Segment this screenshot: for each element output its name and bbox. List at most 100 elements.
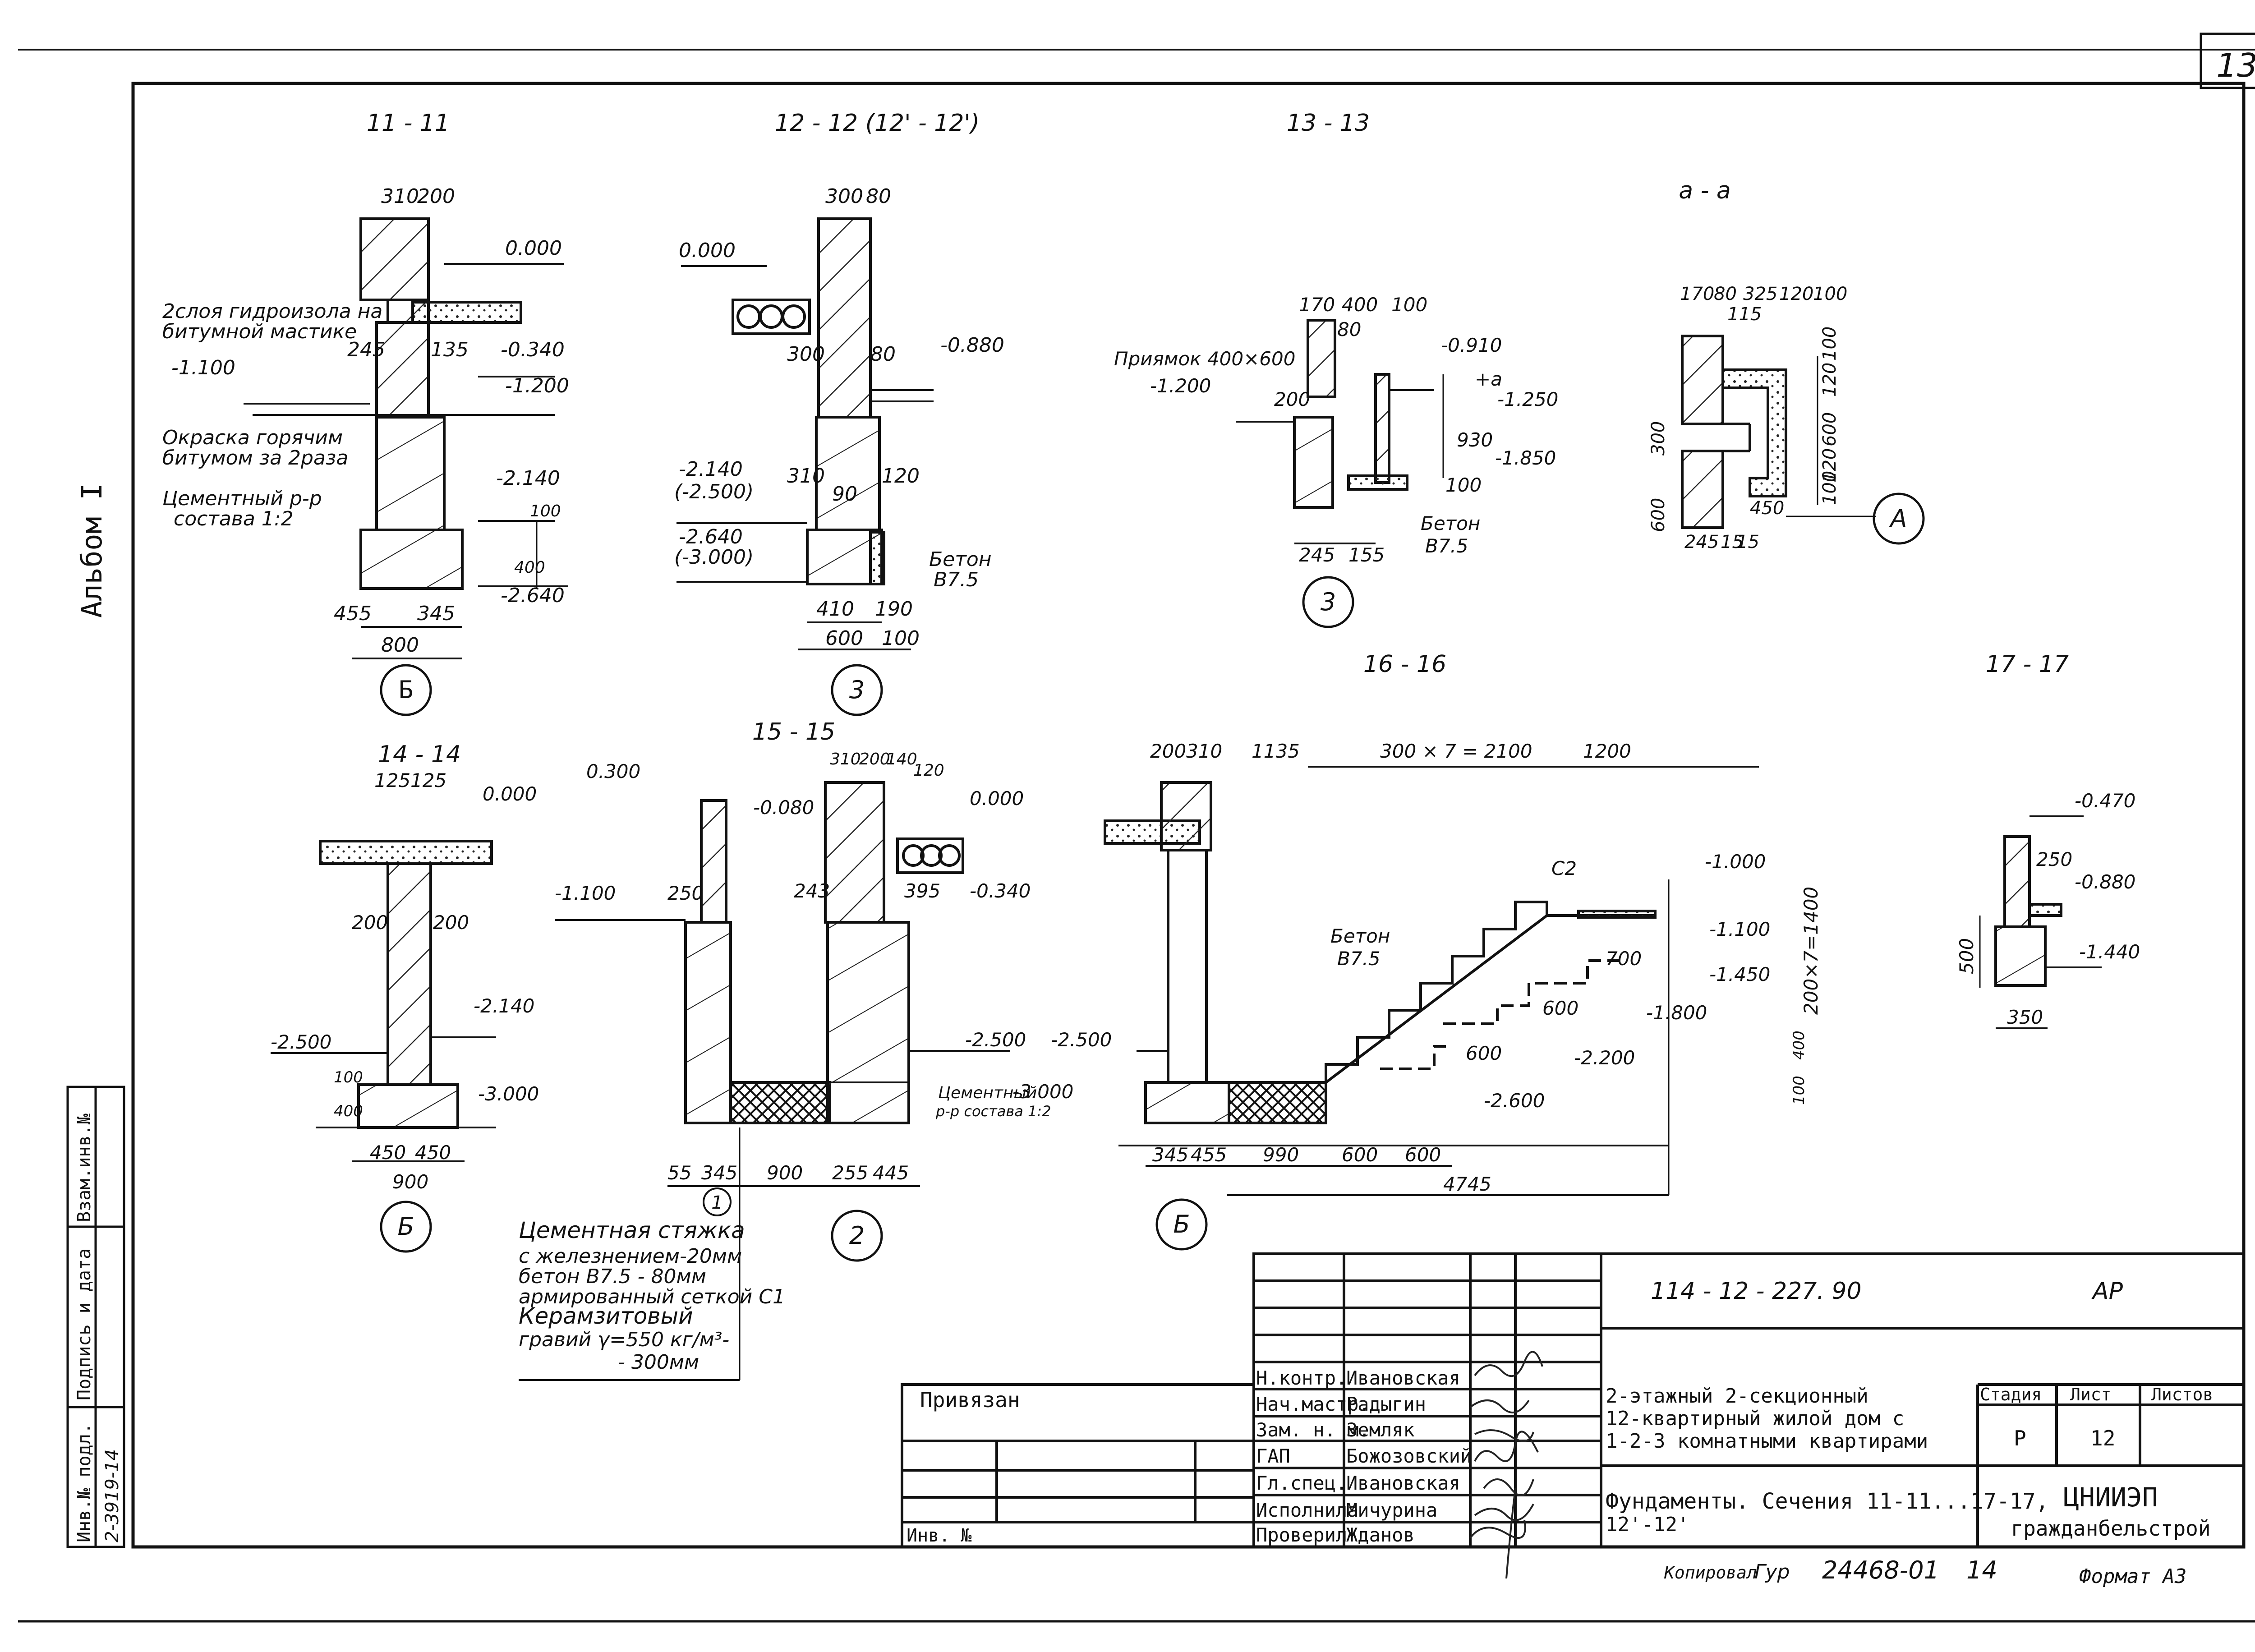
section-12-drawing [676, 217, 934, 650]
svg-text:Керамзитовый: Керамзитовый [519, 1303, 693, 1329]
svg-text:Бетон: Бетон [1421, 512, 1480, 534]
svg-text:гравий γ=550 кг/м³-: гравий γ=550 кг/м³- [519, 1328, 729, 1351]
svg-text:-1.800: -1.800 [1646, 1002, 1707, 1024]
svg-text:Нач.мастр.: Нач.мастр. [1256, 1393, 1370, 1415]
svg-text:300: 300 [825, 185, 863, 208]
svg-text:-2.140: -2.140 [474, 995, 534, 1017]
svg-text:700: 700 [1606, 948, 1642, 970]
section-17-title: 17 - 17 [1986, 651, 2069, 678]
svg-text:-1.100: -1.100 [1709, 918, 1770, 940]
svg-text:930: 930 [1457, 429, 1493, 451]
svg-text:Земляк: Земляк [1346, 1419, 1415, 1441]
section-16-marker [1155, 1198, 1208, 1251]
section-12-marker [831, 664, 883, 716]
section-aa-text: а - а А 170 80 325 120 100 115 300 600 6… [1648, 177, 1907, 552]
footer: Копировал Гур 24468-01 14 Формат А3 [1664, 1556, 2186, 1588]
section-13-title: 13 - 13 [1287, 110, 1370, 137]
section-11-text: 11 - 11 Б 310 200 0.000 2слоя гидроизола… [162, 110, 569, 704]
svg-text:245: 245 [1299, 544, 1335, 566]
svg-text:Радыгин: Радыгин [1346, 1393, 1426, 1415]
svg-text:4745: 4745 [1443, 1173, 1491, 1195]
album-label: Альбом I [75, 483, 108, 618]
svg-text:В7.5: В7.5 [934, 568, 979, 591]
side-stamp [66, 1086, 125, 1548]
svg-text:310: 310 [830, 750, 861, 768]
svg-text:-0.910: -0.910 [1441, 334, 1502, 356]
svg-text:-1.200: -1.200 [1150, 375, 1211, 397]
svg-text:410: 410 [816, 598, 854, 621]
svg-text:-2.500: -2.500 [1051, 1029, 1112, 1051]
svg-text:55: 55 [667, 1162, 691, 1184]
svg-text:-1.450: -1.450 [1709, 963, 1770, 985]
svg-text:200: 200 [1150, 740, 1186, 762]
svg-text:Ивановская: Ивановская [1346, 1367, 1460, 1389]
svg-text:1: 1 [711, 1192, 723, 1213]
side-stamp-sign: Подпись и дата [74, 1248, 95, 1400]
svg-text:-0.880: -0.880 [940, 334, 1004, 357]
signatures [1469, 1351, 1543, 1579]
svg-text:1135: 1135 [1252, 740, 1300, 762]
svg-text:120: 120 [1819, 363, 1840, 397]
svg-text:170: 170 [1299, 294, 1335, 316]
svg-text:0.300: 0.300 [586, 760, 640, 782]
svg-text:300: 300 [787, 343, 825, 366]
svg-text:Б: Б [1173, 1210, 1190, 1238]
svg-text:-2.640: -2.640 [501, 584, 565, 607]
svg-text:Листов: Листов [2151, 1385, 2213, 1404]
svg-text:Цементная стяжка: Цементная стяжка [519, 1217, 745, 1243]
svg-text:-2.140: -2.140 [679, 458, 743, 481]
section-15-marker-2 [831, 1210, 883, 1262]
svg-text:-0.470: -0.470 [2075, 790, 2135, 812]
svg-text:600: 600 [1542, 997, 1578, 1019]
svg-text:Божозовский: Божозовский [1346, 1445, 1472, 1467]
section-11-marker [380, 664, 432, 716]
svg-text:245: 245 [347, 338, 385, 361]
svg-text:80: 80 [870, 343, 896, 366]
section-14-marker [380, 1201, 432, 1253]
svg-text:600: 600 [1342, 1144, 1378, 1166]
sheet-title-1: Фундаменты. Сечения 11-11...17-17, [1606, 1489, 2049, 1514]
svg-text:450: 450 [415, 1141, 451, 1164]
svg-text:состава 1:2: состава 1:2 [174, 507, 294, 530]
page-number: 13 [2216, 46, 2255, 84]
svg-text:2: 2 [849, 1221, 865, 1250]
svg-text:Бетон: Бетон [1330, 925, 1390, 947]
svg-text:-0.340: -0.340 [501, 338, 565, 361]
title-block-text: 114 - 12 - 227. 90 АР Привязан Инв. № Н.… [907, 1278, 2213, 1546]
svg-text:Гл.спец.: Гл.спец. [1256, 1472, 1347, 1494]
project-line-1: 2-этажный 2-секционный [1606, 1385, 1868, 1408]
svg-text:90: 90 [832, 483, 857, 506]
svg-text:А: А [1889, 504, 1907, 533]
svg-text:15: 15 [1721, 532, 1744, 552]
svg-text:300 × 7 = 2100: 300 × 7 = 2100 [1380, 740, 1532, 762]
svg-text:Б: Б [399, 676, 414, 704]
section-13-drawing [1236, 319, 1444, 544]
svg-text:155: 155 [1348, 544, 1385, 566]
svg-text:армированный сеткой С1: армированный сеткой С1 [519, 1285, 785, 1308]
svg-text:15: 15 [1736, 532, 1759, 552]
svg-text:140: 140 [886, 750, 917, 768]
svg-text:р-р состава 1:2: р-р состава 1:2 [935, 1103, 1051, 1120]
svg-text:345: 345 [417, 602, 455, 625]
side-stamp-swap: Взам.инв.№ [74, 1114, 95, 1222]
copy-number: 14 [1966, 1556, 1997, 1584]
svg-text:170: 170 [1680, 284, 1714, 304]
svg-text:+a: +a [1475, 368, 1502, 390]
section-aa-drawing [1681, 335, 1876, 529]
doc-mark: АР [2091, 1278, 2123, 1305]
section-16-drawing [1104, 766, 1759, 1196]
copied-label: Копировал [1664, 1563, 1757, 1583]
svg-text:900: 900 [767, 1162, 803, 1184]
svg-text:0.000: 0.000 [483, 783, 537, 805]
svg-text:300: 300 [1648, 421, 1669, 456]
svg-text:200: 200 [1274, 388, 1310, 410]
section-15-marker-1 [703, 1187, 732, 1216]
svg-text:Лист: Лист [2070, 1385, 2112, 1404]
svg-text:200: 200 [352, 911, 388, 934]
svg-text:100: 100 [1391, 294, 1427, 316]
section-14-drawing [271, 840, 496, 1162]
svg-text:Н.контр.: Н.контр. [1256, 1367, 1347, 1389]
svg-text:-1.200: -1.200 [505, 374, 569, 397]
svg-text:-1.850: -1.850 [1495, 447, 1556, 469]
svg-text:100: 100 [1790, 1076, 1808, 1105]
